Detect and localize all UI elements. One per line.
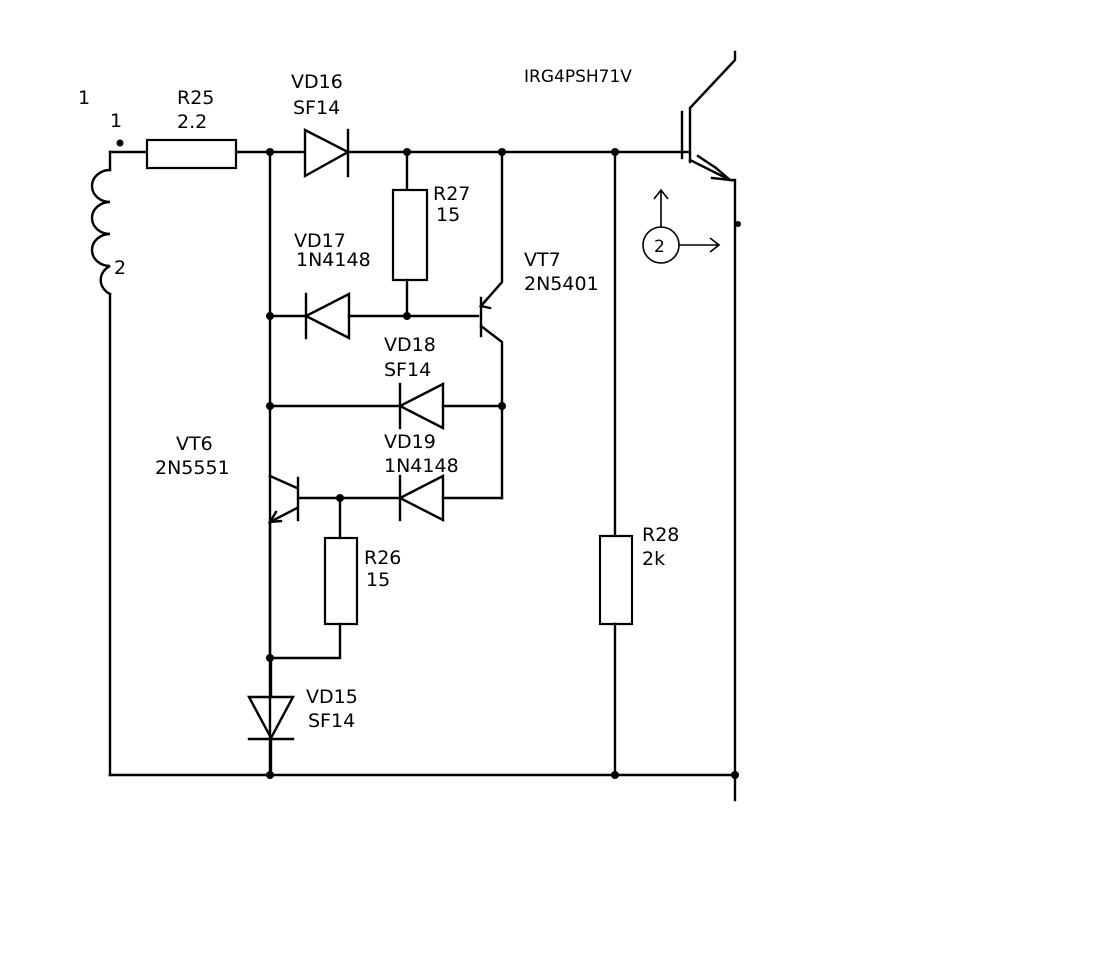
r27-value: 15	[436, 204, 460, 226]
diode-vd17	[303, 292, 351, 340]
diode-vd19	[397, 474, 445, 522]
r26-value: 15	[366, 569, 390, 591]
vd16-name: VD16	[291, 71, 343, 93]
coil-winding	[90, 139, 124, 777]
coil-polarity-dot	[116, 139, 124, 147]
coil-pin1-label: 1	[110, 110, 122, 132]
vd16-value: SF14	[293, 97, 340, 119]
resistor-r26	[323, 536, 359, 626]
coil-terminal-label: 1	[78, 87, 90, 109]
transistor-vt7	[478, 150, 504, 500]
vd19-name: VD19	[384, 431, 436, 453]
diode-vd18	[397, 382, 445, 430]
resistor-r25	[145, 138, 238, 170]
vt6-value: 2N5551	[155, 457, 230, 479]
r25-name: R25	[177, 87, 214, 109]
current-direction-marker	[642, 188, 721, 264]
vt7-name: VT7	[524, 249, 561, 271]
r26-name: R26	[364, 547, 401, 569]
r28-value: 2k	[642, 548, 665, 570]
vt7-value: 2N5401	[524, 273, 599, 295]
vd17-name: VD17	[294, 230, 346, 252]
coil-pin2-label: 2	[114, 257, 126, 279]
r28-name: R28	[642, 524, 679, 546]
vd15-name: VD15	[306, 686, 358, 708]
vd15-value: SF14	[308, 710, 355, 732]
transistor-vt8	[680, 50, 737, 802]
diode-vd16	[303, 128, 351, 179]
vd19-value: 1N4148	[384, 455, 459, 477]
vd18-name: VD18	[384, 334, 436, 356]
vt6-name: VT6	[176, 433, 213, 455]
r25-value: 2.2	[177, 111, 207, 133]
transistor-vt6	[267, 474, 300, 660]
resistor-r28	[598, 534, 634, 626]
vd17-value: 1N4148	[296, 249, 371, 271]
vt8-value: IRG4PSH71V	[524, 67, 632, 87]
marker-label: 2	[654, 237, 665, 257]
resistor-r27	[391, 188, 429, 282]
vd18-value: SF14	[384, 359, 431, 381]
r27-name: R27	[433, 183, 470, 205]
